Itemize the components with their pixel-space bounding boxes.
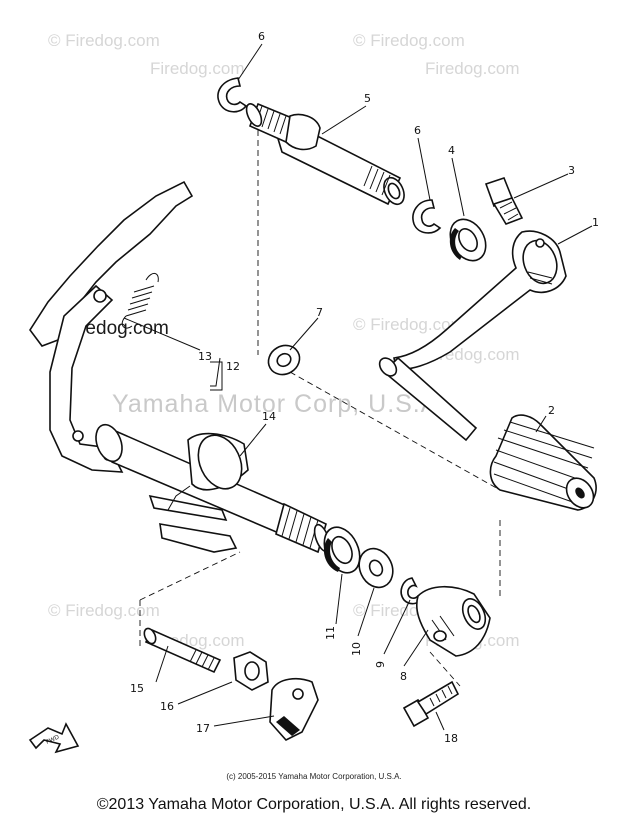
shift-shaft-part-5 bbox=[245, 102, 405, 206]
washer-part-10 bbox=[358, 547, 394, 589]
callout-15: 15 bbox=[130, 682, 144, 695]
e-clip-part-6-top bbox=[217, 77, 248, 113]
washer-part-7 bbox=[267, 344, 301, 376]
callout-3: 3 bbox=[568, 164, 575, 177]
callout-18: 18 bbox=[444, 732, 458, 745]
callout-4: 4 bbox=[448, 144, 455, 157]
callout-16: 16 bbox=[160, 700, 174, 713]
callout-6-mid: 6 bbox=[414, 124, 421, 137]
callout-11: 11 bbox=[324, 626, 337, 640]
alignment-lines bbox=[139, 130, 501, 687]
callout-13: 13 bbox=[198, 350, 212, 363]
callouts: 6 5 6 4 3 1 2 7 13 12 14 11 10 9 8 15 16… bbox=[130, 30, 599, 745]
callout-8: 8 bbox=[400, 670, 407, 683]
fwd-arrow-icon: FWD bbox=[28, 722, 80, 754]
watermark-top-center: Firedog.com bbox=[150, 59, 244, 78]
callout-7: 7 bbox=[316, 306, 323, 319]
callout-1: 1 bbox=[592, 216, 599, 229]
callout-9: 9 bbox=[374, 661, 387, 668]
watermark-top-right: © Firedog.com bbox=[353, 31, 465, 50]
seal-part-4 bbox=[449, 218, 487, 262]
leader-lines bbox=[123, 43, 593, 731]
callout-6-top: 6 bbox=[258, 30, 265, 43]
callout-12: 12 bbox=[226, 360, 240, 373]
bolt-part-18 bbox=[402, 680, 460, 728]
fwd-label: FWD bbox=[45, 734, 61, 745]
callout-5: 5 bbox=[364, 92, 371, 105]
clamp-part-8 bbox=[415, 585, 491, 657]
bolt-part-3 bbox=[484, 177, 524, 225]
pedal-rubber-part-2 bbox=[489, 414, 597, 511]
watermark-bottom-left: © Firedog.com bbox=[48, 601, 160, 620]
e-clip-part-6-mid bbox=[412, 199, 442, 234]
watermark-top-far-right: Firedog.com bbox=[425, 59, 519, 78]
nut-part-16 bbox=[233, 651, 269, 691]
shift-shaft-assembly-part-12 bbox=[29, 180, 331, 554]
watermark-yamaha-corp: Yamaha Motor Corp, U.S.A. bbox=[112, 390, 446, 418]
stud-bolt-part-15 bbox=[143, 627, 222, 674]
plate-part-17 bbox=[269, 677, 319, 741]
small-copyright: (c) 2005-2015 Yamaha Motor Corporation, … bbox=[226, 772, 401, 781]
callout-17: 17 bbox=[196, 722, 210, 735]
shift-pedal-part-1 bbox=[378, 230, 567, 442]
callout-10: 10 bbox=[350, 642, 363, 656]
footer-copyright: ©2013 Yamaha Motor Corporation, U.S.A. A… bbox=[97, 796, 532, 813]
watermark-mid-right: © Firedog.com bbox=[353, 315, 465, 334]
watermark-top-left: © Firedog.com bbox=[48, 31, 160, 50]
seal-part-11 bbox=[323, 526, 361, 574]
callout-14: 14 bbox=[262, 410, 276, 423]
callout-2: 2 bbox=[548, 404, 555, 417]
